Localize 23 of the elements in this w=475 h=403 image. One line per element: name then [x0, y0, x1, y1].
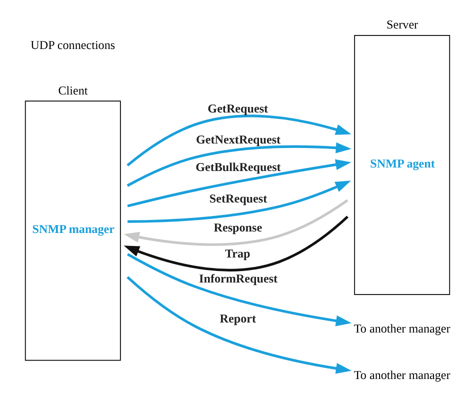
edge-label: SetRequest: [209, 191, 268, 206]
arrow: [124, 216, 348, 272]
node-box: SNMP agent: [354, 34, 450, 296]
label: UDP connections: [30, 38, 116, 52]
edge-label: Report: [220, 311, 256, 326]
arrow: [128, 180, 351, 223]
arrow: [127, 159, 352, 208]
edge-label: GetRequest: [208, 101, 268, 116]
edge-label: Trap: [224, 246, 250, 261]
arrow: [124, 199, 348, 246]
edge-label: InformRequest: [199, 272, 278, 286]
node-box: SNMP manager: [24, 100, 121, 361]
node-label: Server: [386, 18, 418, 32]
edge-label: Response: [214, 220, 262, 235]
arrow: [126, 114, 352, 166]
arrow: [126, 253, 352, 326]
arrow: [126, 276, 352, 374]
edge-label: GetNextRequest: [196, 132, 281, 147]
node-label: Client: [58, 83, 88, 98]
node-text: To another manager: [354, 368, 450, 382]
edge-label: GetBulkRequest: [196, 160, 281, 174]
node-text: To another manager: [354, 321, 450, 336]
arrow: [126, 142, 352, 187]
